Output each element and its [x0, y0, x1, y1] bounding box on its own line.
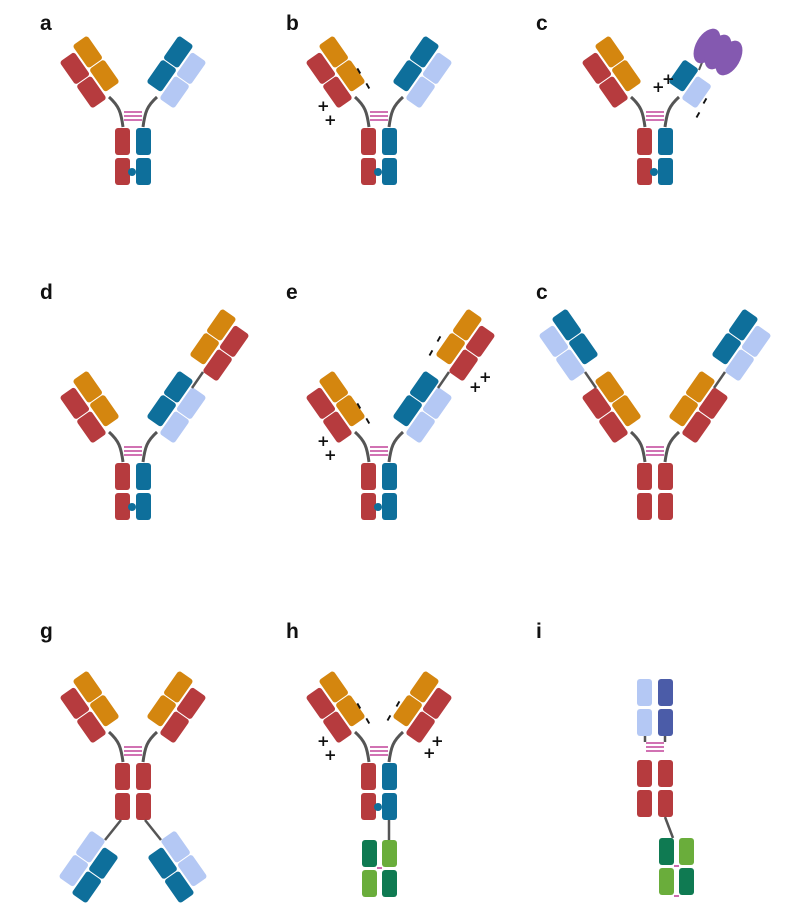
- hinge-linker-right: [141, 430, 159, 463]
- fab-arm-blue-pale: [143, 35, 210, 108]
- charge-plus: +: [324, 446, 337, 464]
- hinge-linker-left: [629, 95, 647, 128]
- fc-homodimer: [637, 463, 673, 520]
- charge-plus: +: [652, 78, 665, 96]
- panel-label-c-top: c: [536, 12, 548, 35]
- disulfide-bonds: [369, 746, 389, 756]
- disulfide-bonds: [369, 446, 389, 456]
- disulfide-bonds: [369, 111, 389, 121]
- charge-plus: +: [317, 97, 330, 115]
- fab-arm-red-orange-left: [56, 670, 123, 743]
- fab-arm-blue-pale-right: [708, 308, 775, 381]
- scfv-linker-right: [144, 819, 162, 841]
- charge-plus: +: [431, 732, 444, 750]
- fab-arm-red-orange: [56, 35, 123, 108]
- charge-plus: +: [324, 746, 337, 764]
- hinge-linker-left: [629, 430, 647, 463]
- charge-minus: –: [387, 696, 406, 711]
- fc-knob-into-hole: [361, 128, 397, 185]
- hinge-linker-right: [387, 430, 405, 463]
- scfv-linker-left: [104, 819, 122, 841]
- disulfide-bonds: [645, 446, 665, 456]
- scfv-blue-pale-right: [144, 830, 211, 903]
- charge-plus: +: [469, 378, 482, 396]
- fc-knob-into-hole: [637, 128, 673, 185]
- fused-domain-green: [362, 840, 397, 897]
- fc-knob-into-hole: [115, 128, 151, 185]
- hinge-linker-right: [387, 730, 405, 763]
- panel-c-middle: c: [535, 281, 775, 520]
- panel-a: a: [40, 12, 210, 185]
- disulfide-bonds: [123, 746, 143, 756]
- hinge-linker-right: [663, 430, 681, 463]
- charge-plus: +: [479, 368, 492, 386]
- hinge-linker-left: [107, 95, 125, 128]
- hinge-linker-right: [141, 730, 159, 763]
- panel-label-a: a: [40, 12, 52, 35]
- charge-minus: –: [378, 710, 397, 725]
- fab-linker-left: [583, 371, 598, 389]
- fab-arm-red-orange: [56, 370, 123, 443]
- fab-linker-right: [712, 371, 727, 389]
- fc-knob-into-hole: [361, 763, 397, 820]
- charge-minus: –: [428, 331, 447, 346]
- charge-minus: –: [420, 345, 439, 360]
- fab-arm-red-orange-right: [143, 670, 210, 743]
- fc-knob-into-hole: [361, 463, 397, 520]
- disulfide-bonds: [645, 742, 665, 752]
- charge-plus: +: [317, 432, 330, 450]
- hinge-linker-left: [107, 730, 125, 763]
- charge-plus: +: [317, 732, 330, 750]
- disulfide-bonds: [645, 111, 665, 121]
- panel-label-i: i: [536, 620, 542, 643]
- fab-arm-blue-pale: [389, 370, 456, 443]
- charge-minus: –: [687, 107, 706, 122]
- panel-label-h: h: [286, 620, 299, 643]
- hinge-linker-right: [663, 95, 681, 128]
- disulfide-bonds: [123, 446, 143, 456]
- panel-b: b + + – –: [286, 12, 456, 185]
- panel-label-c-middle: c: [536, 281, 548, 304]
- fv-domain-pale-indigo: [637, 679, 673, 736]
- fab-arm-red-orange-extended: [186, 308, 253, 381]
- fab-arm-blue-pale-left: [535, 308, 602, 381]
- scfv-blue-pale-left: [55, 830, 122, 903]
- hinge-linker-left: [107, 430, 125, 463]
- panel-label-d: d: [40, 281, 53, 304]
- fc-homodimer: [637, 760, 673, 817]
- panel-h: h + + – – + + – –: [286, 620, 456, 897]
- fab-arm-blue-pale: [143, 370, 210, 443]
- hinge-linker-right: [141, 95, 159, 128]
- panel-e: e + + – – + + – –: [286, 281, 499, 520]
- fusion-linker: [663, 816, 675, 839]
- disulfide-bonds: [123, 111, 143, 121]
- fused-domain-green: [659, 838, 694, 897]
- panel-label-g: g: [40, 620, 53, 643]
- panel-label-b: b: [286, 12, 299, 35]
- panel-d: d: [40, 281, 253, 520]
- panel-i: i: [536, 620, 694, 897]
- panel-label-e: e: [286, 281, 298, 304]
- fab-linker: [190, 371, 205, 389]
- panel-c-top: c + + – –: [536, 12, 743, 185]
- fab-arm-red-orange-right: [665, 370, 732, 443]
- fab-linker: [436, 371, 451, 389]
- charge-plus: +: [423, 744, 436, 762]
- hinge-linker-right: [387, 95, 405, 128]
- fc-homodimer: [115, 763, 151, 820]
- panel-g: g: [40, 620, 211, 904]
- hinge-linker-left: [353, 730, 371, 763]
- fab-arm-red-orange-left: [578, 370, 645, 443]
- fab-arm-blue-pale: [389, 35, 456, 108]
- fab-arm-red-orange: [578, 35, 645, 108]
- hinge-linker-left: [353, 430, 371, 463]
- fused-domain-purple: [693, 28, 743, 76]
- charge-plus: +: [324, 111, 337, 129]
- fc-knob-into-hole: [115, 463, 151, 520]
- hinge-linker-left: [353, 95, 371, 128]
- charge-plus: +: [662, 70, 675, 88]
